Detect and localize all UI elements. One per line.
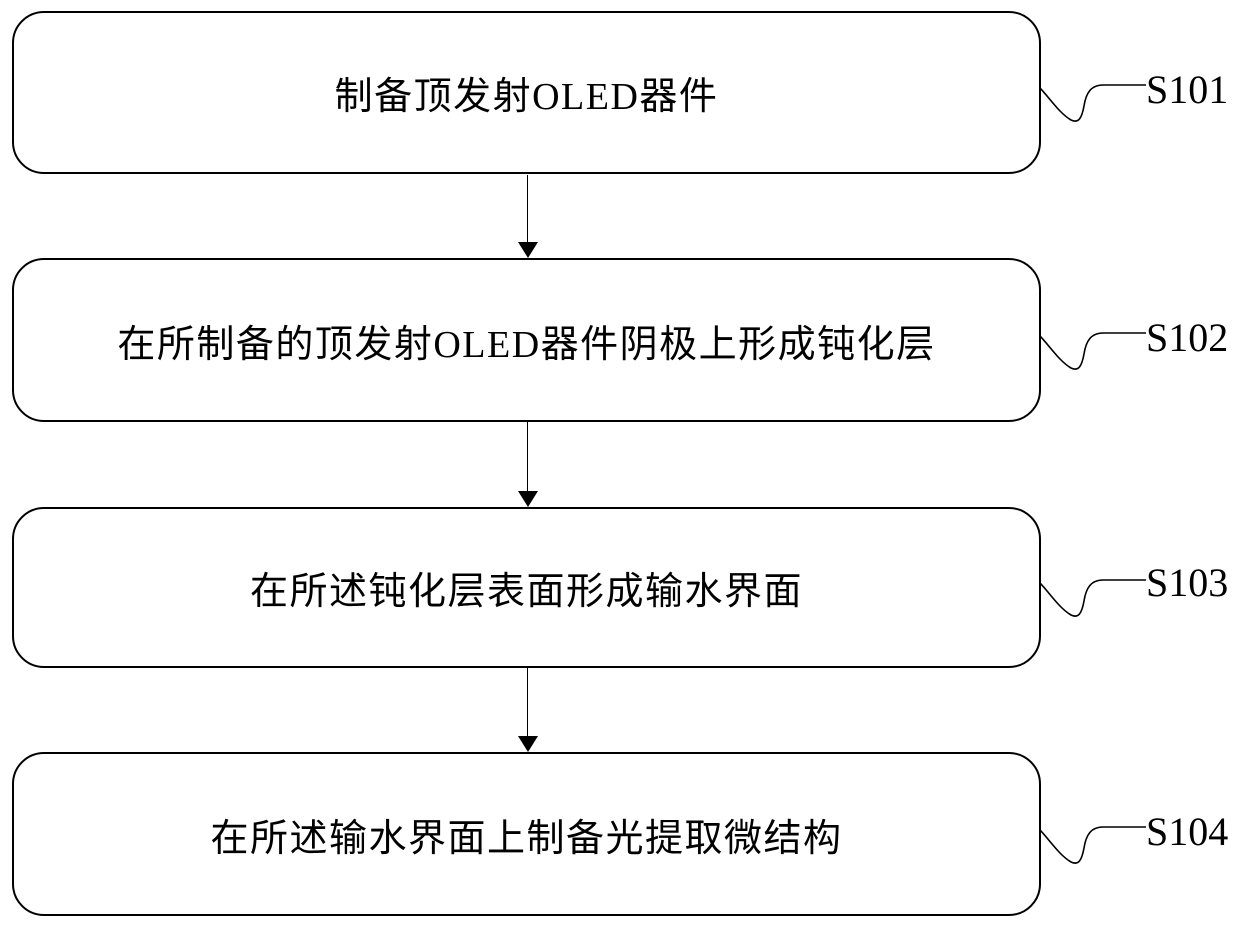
step-text-3: 在所述钝化层表面形成输水界面 — [249, 571, 803, 613]
leader-path-2 — [1039, 332, 1146, 370]
step-text-4: 在所述输水界面上制备光提取微结构 — [210, 817, 843, 860]
arrowhead-icon-3 — [518, 736, 538, 752]
step-text-1: 制备顶发射OLED器件 — [334, 76, 719, 118]
arrowhead-icon-2 — [518, 491, 538, 507]
step-box-2: 在所制备的顶发射OLED器件阴极上形成钝化层 — [12, 258, 1041, 422]
step-text-2: 在所制备的顶发射OLED器件阴极上形成钝化层 — [117, 323, 936, 366]
step-box-4: 在所述输水界面上制备光提取微结构 — [12, 752, 1041, 916]
leader-path-1 — [1039, 84, 1146, 122]
arrowhead-icon-1 — [518, 242, 538, 258]
step-label-2: S102 — [1146, 315, 1229, 360]
leader-line-4 — [1039, 826, 1146, 864]
step-label-3: S103 — [1146, 560, 1229, 605]
step-label-1: S101 — [1146, 67, 1229, 112]
leader-path-4 — [1039, 826, 1146, 864]
leader-line-3 — [1039, 579, 1146, 617]
flow-connector-line-1 — [527, 175, 528, 243]
step-label-4: S104 — [1146, 809, 1229, 854]
leader-line-2 — [1039, 332, 1146, 370]
leader-line-1 — [1039, 84, 1146, 122]
step-box-3: 在所述钝化层表面形成输水界面 — [12, 507, 1041, 668]
step-box-1: 制备顶发射OLED器件 — [12, 11, 1041, 174]
flow-connector-line-3 — [527, 668, 528, 737]
flow-connector-line-2 — [527, 422, 528, 492]
leader-path-3 — [1039, 579, 1146, 617]
